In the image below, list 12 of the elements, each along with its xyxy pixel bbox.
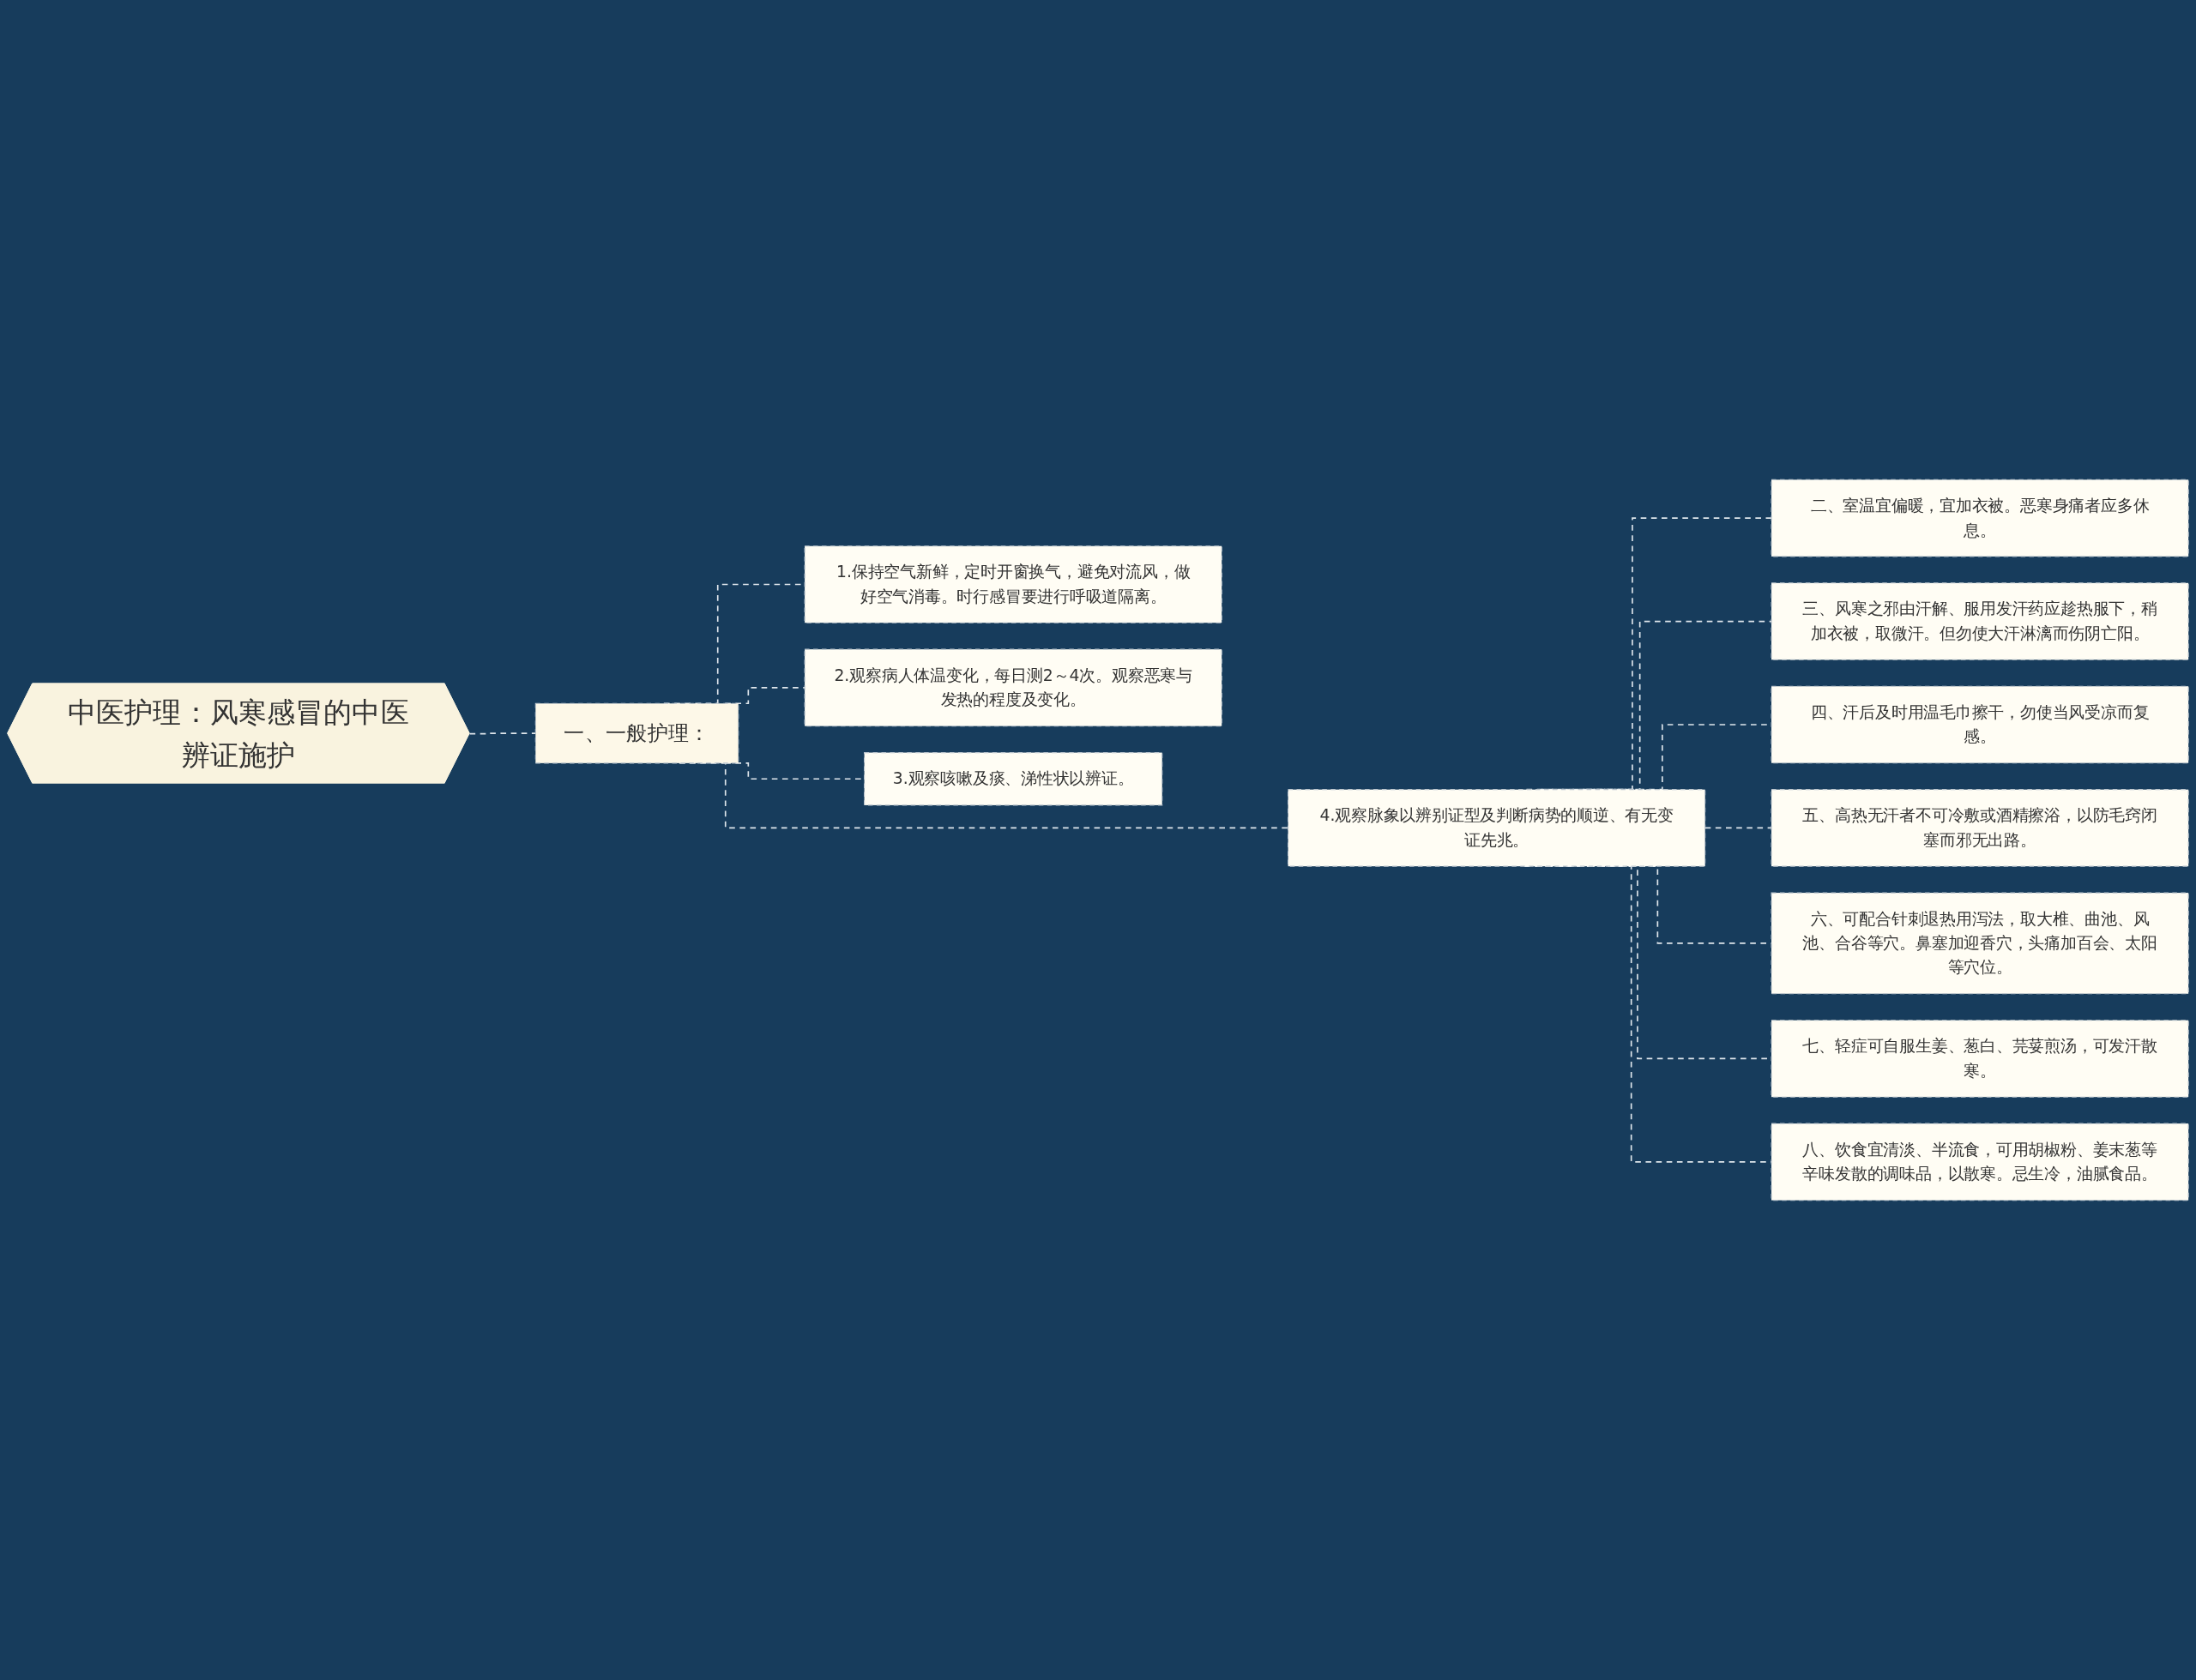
node-box: 2.观察病人体温变化，每日测2～4次。观察恶寒与发热的程度及变化。 bbox=[804, 648, 1222, 727]
node-box: 四、汗后及时用温毛巾擦干，勿使当风受凉而复感。 bbox=[1771, 685, 2189, 764]
node-box: 3.观察咳嗽及痰、涕性状以辨证。 bbox=[864, 752, 1163, 806]
node-box: 三、风寒之邪由汗解、服用发汗药应趁热服下，稍加衣被，取微汗。但勿使大汗淋漓而伤阴亡阳。 bbox=[1771, 582, 2189, 660]
node-box: 4.观察脉象以辨别证型及判断病势的顺逆、有无变证先兆。 bbox=[1288, 789, 1706, 867]
node-box: 1.保持空气新鲜，定时开窗换气，避免对流风，做好空气消毒。时行感冒要进行呼吸道隔离。 bbox=[804, 545, 1222, 623]
node-box: 七、轻症可自服生姜、葱白、芫荽煎汤，可发汗散寒。 bbox=[1771, 1020, 2189, 1098]
node-box: 五、高热无汗者不可冷敷或酒精擦浴，以防毛窍闭塞而邪无出路。 bbox=[1771, 789, 2189, 867]
node-box: 六、可配合针刺退热用泻法，取大椎、曲池、风池、合谷等穴。鼻塞加迎香穴，头痛加百会、太阳等穴位。 bbox=[1771, 892, 2189, 995]
node-box: 二、室温宜偏暖，宜加衣被。恶寒身痛者应多休息。 bbox=[1771, 479, 2189, 557]
node-box: 八、饮食宜清淡、半流食，可用胡椒粉、姜末葱等辛味发散的调味品，以散寒。忌生冷，油腻食品。 bbox=[1771, 1123, 2189, 1201]
node-box: 一、一般护理： bbox=[534, 702, 739, 764]
